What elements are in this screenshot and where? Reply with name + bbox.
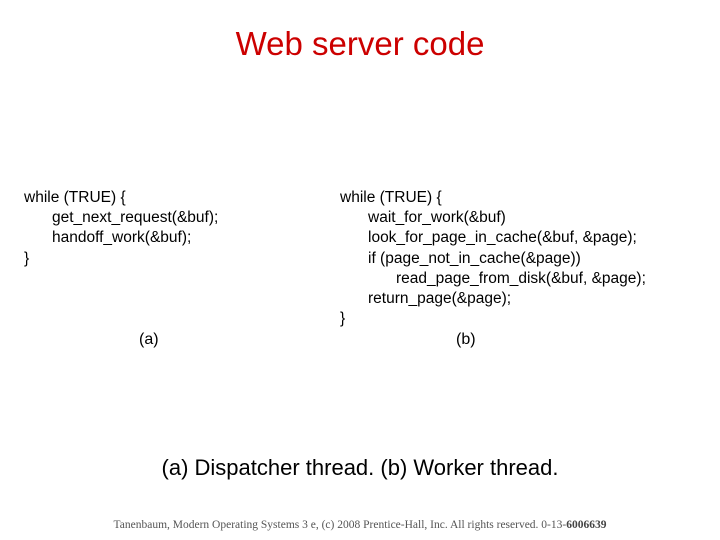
code-line: } xyxy=(24,249,30,267)
code-line: while (TRUE) { xyxy=(340,189,442,206)
slide-title: Web server code xyxy=(235,25,485,62)
code-line: handoff_work(&buf); xyxy=(52,229,192,247)
footer-text: Tanenbaum, Modern Operating Systems 3 e,… xyxy=(113,519,567,531)
dispatcher-code-block: while (TRUE) { get_next_request(&buf); h… xyxy=(24,188,218,269)
code-line: while (TRUE) { xyxy=(24,189,126,206)
code-line: if (page_not_in_cache(&page)) xyxy=(368,249,581,267)
code-line: wait_for_work(&buf) xyxy=(368,209,506,227)
copyright-footer: Tanenbaum, Modern Operating Systems 3 e,… xyxy=(0,518,720,532)
figure-label-b: (b) xyxy=(456,331,476,348)
code-line: get_next_request(&buf); xyxy=(52,209,219,227)
figure-caption: (a) Dispatcher thread. (b) Worker thread… xyxy=(161,455,559,480)
code-line: return_page(&page); xyxy=(368,289,512,307)
figure-label-a: (a) xyxy=(139,331,159,348)
code-line: look_for_page_in_cache(&buf, &page); xyxy=(368,229,637,247)
code-line: } xyxy=(340,310,346,328)
worker-code-block: while (TRUE) { wait_for_work(&buf) look_… xyxy=(340,188,646,329)
footer-isbn-suffix: 6006639 xyxy=(566,519,607,531)
code-line: read_page_from_disk(&buf, &page); xyxy=(396,269,646,287)
